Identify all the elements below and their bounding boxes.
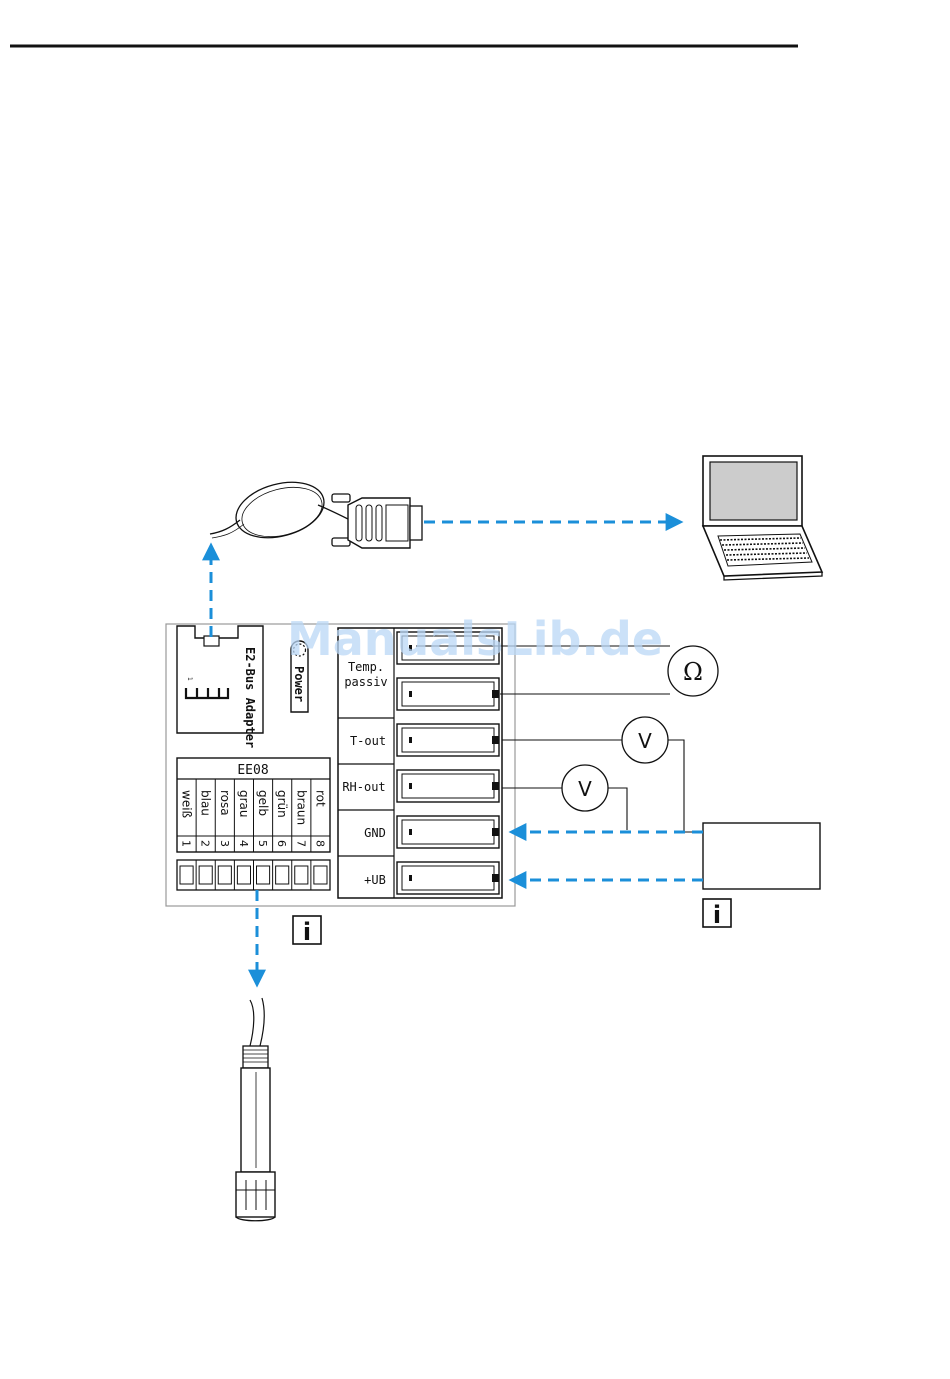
- ee08-pin-label: 1: [180, 840, 193, 847]
- power-supply-box: [703, 823, 820, 889]
- ee08-terminal-screw: [180, 866, 193, 884]
- ee08-terminal-screw: [257, 866, 270, 884]
- terminal-label-gnd: GND: [364, 826, 386, 840]
- ee08-pin-label: 6: [275, 840, 288, 847]
- ee08-wire-label: rosa: [218, 790, 232, 816]
- terminal-screw: [397, 816, 499, 848]
- ee08-wire-label: weiß: [180, 790, 194, 819]
- terminal-label-ub: +UB: [364, 873, 386, 887]
- adapter-pin-mark: 1: [186, 677, 193, 681]
- ee08-pin-label: 4: [237, 840, 250, 847]
- ee08-terminal-screw: [276, 866, 289, 884]
- ee08-terminal-screw: [314, 866, 327, 884]
- ee08-pin-label: 2: [199, 840, 212, 847]
- ohm-symbol: Ω: [683, 658, 703, 686]
- ee08-terminal-screw: [295, 866, 308, 884]
- terminal-screw: [397, 678, 499, 710]
- ee08-pin-label: 7: [294, 840, 307, 847]
- ee08-terminal-screw: [237, 866, 250, 884]
- info-glyph-board: i: [303, 918, 311, 946]
- sensor-probe-icon: [236, 998, 275, 1221]
- ee08-pin-label: 3: [218, 840, 231, 847]
- terminal-screw: [397, 770, 499, 802]
- terminal-screw: [397, 724, 499, 756]
- volt-symbol-rh: V: [578, 777, 592, 801]
- ee08-wire-label: grün: [275, 790, 289, 818]
- terminal-label-temp-2: passiv: [344, 675, 387, 689]
- ee08-wire-label: grau: [237, 790, 251, 818]
- watermark: ManualsLib.de: [287, 612, 663, 666]
- dsub-connector: [332, 494, 422, 548]
- ee08-pin-label: 8: [313, 840, 326, 847]
- ee08-terminal-screw: [199, 866, 212, 884]
- ee08-pin-label: 5: [256, 840, 269, 847]
- ee08-wire-label: braun: [294, 790, 308, 825]
- ee08-wire-label: blau: [199, 790, 213, 816]
- info-glyph-supply: i: [713, 901, 721, 929]
- terminal-label-t-out: T-out: [350, 734, 386, 748]
- volt-symbol-t: V: [638, 729, 652, 753]
- ee08-header: EE08: [237, 763, 268, 778]
- e2-bus-cable: [210, 473, 350, 547]
- ee08-terminal-screw: [218, 866, 231, 884]
- ee08-wire-label: rot: [313, 790, 327, 807]
- terminal-label-rh-out: RH-out: [342, 780, 385, 794]
- power-label: Power: [292, 666, 306, 702]
- ee08-wire-label: gelb: [256, 790, 270, 816]
- adapter-label: E2-Bus Adapter: [243, 647, 257, 748]
- laptop-icon: [703, 456, 822, 580]
- terminal-screw: [397, 862, 499, 894]
